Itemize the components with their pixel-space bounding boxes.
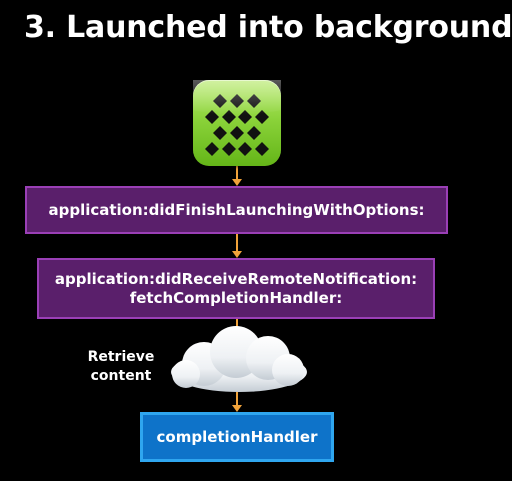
app-icon: [193, 80, 281, 166]
slide-title: 3. Launched into background: [24, 10, 512, 45]
flow-arrows: [232, 166, 242, 412]
completion-handler-label: completionHandler: [156, 427, 318, 446]
did-receive-notification-line1: application:didReceiveRemoteNotification…: [54, 269, 418, 288]
completion-handler-box: completionHandler: [140, 412, 334, 462]
retrieve-label-line2: content: [90, 368, 152, 384]
slide: 3. Launched into background: [24, 10, 512, 462]
did-receive-notification-line2: fetchCompletionHandler:: [129, 288, 343, 307]
did-finish-launching-box: application:didFinishLaunchingWithOption…: [25, 186, 448, 234]
cloud-icon: [171, 326, 307, 392]
retrieve-label-line1: Retrieve: [87, 349, 155, 365]
did-finish-launching-label: application:didFinishLaunchingWithOption…: [48, 200, 425, 219]
did-receive-notification-box: application:didReceiveRemoteNotification…: [37, 258, 435, 319]
retrieve-content-label: Retrieve content: [78, 348, 164, 386]
